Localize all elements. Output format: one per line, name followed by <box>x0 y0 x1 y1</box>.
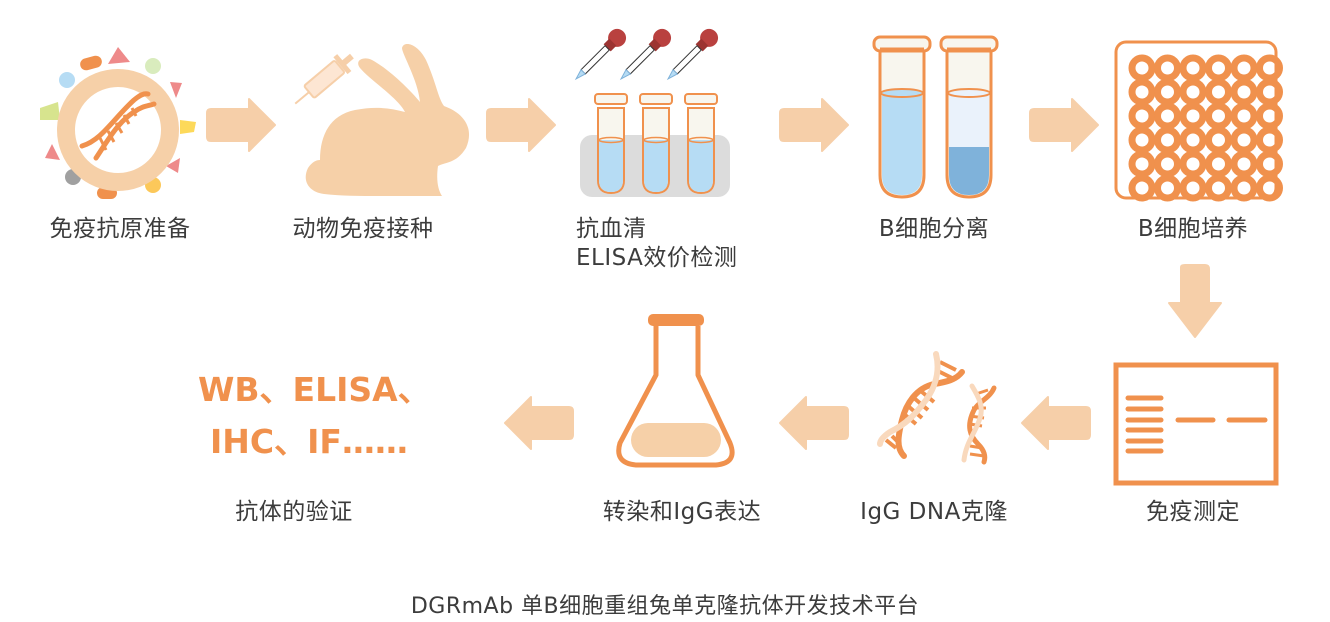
well <box>1179 150 1207 178</box>
step-label-immunize: 动物免疫接种 <box>292 216 434 242</box>
arrow-left-icon <box>779 396 849 450</box>
well <box>1154 126 1181 154</box>
diagram-caption: DGRmAb 单B细胞重组兔单克隆抗体开发技术平台 <box>410 594 920 619</box>
gel-bands-icon <box>1113 362 1279 486</box>
well <box>1154 78 1181 106</box>
well <box>1256 174 1283 202</box>
antigen-virus-icon <box>40 47 196 199</box>
well <box>1154 54 1181 82</box>
well <box>1205 174 1232 202</box>
well <box>1128 102 1156 130</box>
step-label-separate: B细胞分离 <box>878 216 990 242</box>
dna-helix-icon <box>877 351 997 465</box>
step-label-validate: 抗体的验证 <box>235 499 353 525</box>
well <box>1179 174 1207 202</box>
arrow-left-icon <box>504 396 574 450</box>
well <box>1179 102 1207 130</box>
rabbit-syringe-icon <box>294 44 470 196</box>
arrow-left-icon <box>1021 396 1091 450</box>
well <box>1128 54 1156 82</box>
well <box>1230 150 1258 178</box>
well <box>1205 102 1232 130</box>
well <box>1256 102 1283 130</box>
well <box>1256 54 1283 82</box>
arrow-right-icon <box>1029 98 1099 152</box>
well <box>1154 150 1181 178</box>
well <box>1128 126 1156 154</box>
well <box>1205 126 1232 154</box>
well <box>1230 126 1258 154</box>
arrow-right-icon <box>486 98 556 152</box>
well <box>1128 78 1156 106</box>
well <box>1230 102 1258 130</box>
flask-icon <box>616 314 735 468</box>
applications-line-1: WB、ELISA、 <box>198 370 431 409</box>
arrow-right-icon <box>779 98 849 152</box>
step-label-clone: IgG DNA克隆 <box>860 499 1008 525</box>
step-label-express: 转染和IgG表达 <box>602 499 762 525</box>
test-tubes-dropper-icon <box>574 28 730 197</box>
well <box>1230 78 1258 106</box>
centrifuge-tubes-icon <box>872 35 999 199</box>
well <box>1179 126 1207 154</box>
well <box>1205 150 1232 178</box>
applications-line-2: IHC、IF…… <box>210 422 408 461</box>
well <box>1179 78 1207 106</box>
step-label-antigen: 免疫抗原准备 <box>49 216 191 242</box>
well <box>1230 174 1258 202</box>
step-label-culture: B细胞培养 <box>1137 216 1249 242</box>
well <box>1256 78 1283 106</box>
arrow-down-icon <box>1168 264 1222 338</box>
well <box>1128 150 1156 178</box>
well <box>1205 54 1232 82</box>
step-label-serum-line1: 抗血清 <box>576 216 647 242</box>
step-label-assay: 免疫测定 <box>1146 499 1240 525</box>
well <box>1256 126 1283 154</box>
well <box>1128 174 1156 202</box>
well <box>1154 174 1181 202</box>
well <box>1230 54 1258 82</box>
well <box>1179 54 1207 82</box>
well <box>1154 102 1181 130</box>
arrow-right-icon <box>206 98 276 152</box>
step-label-serum-line2: ELISA效价检测 <box>576 245 738 271</box>
well-plate-icon <box>1114 40 1283 202</box>
well <box>1205 78 1232 106</box>
well <box>1256 150 1283 178</box>
